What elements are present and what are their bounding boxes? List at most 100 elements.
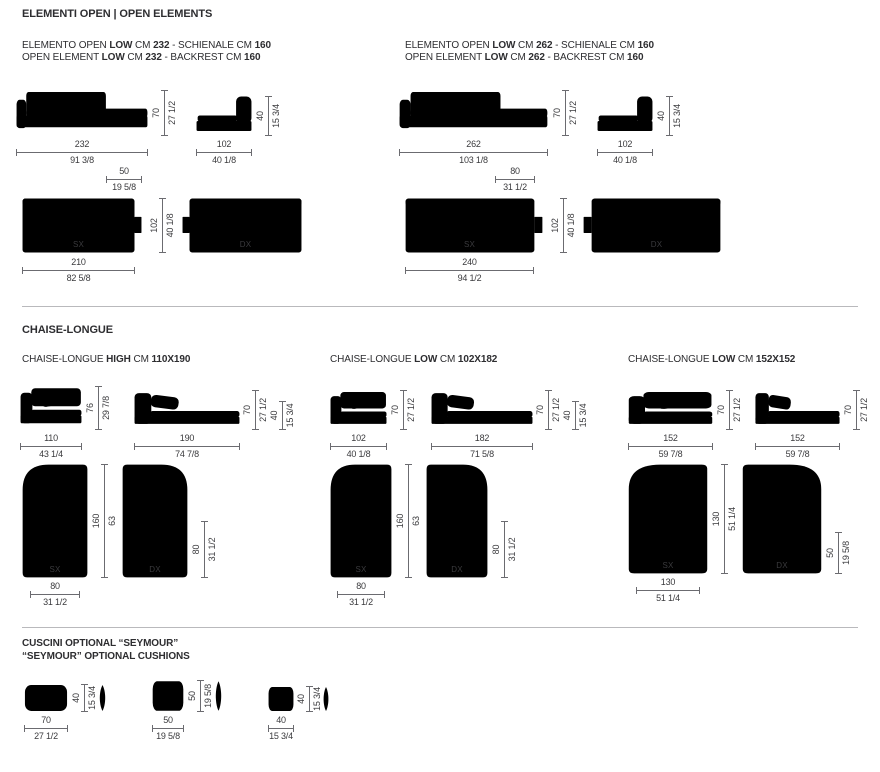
dim-line [835, 532, 842, 574]
dim-value-cm: 70 [151, 108, 161, 118]
dim-value-cm: 70 [716, 405, 726, 415]
chaise-102x182-side-view-drawing [431, 393, 533, 429]
dim-value-inches: 15 3/4 [672, 104, 682, 128]
section-divider [22, 306, 858, 307]
dim-line [95, 386, 102, 430]
dim-value-inches: 40 1/8 [165, 213, 175, 238]
dim-line [16, 149, 148, 156]
dim-line [501, 521, 508, 578]
open-262-title-it: ELEMENTO OPEN LOW CM 262 - SCHIENALE CM … [405, 40, 654, 51]
dim-value-inches: 27 1/2 [568, 101, 578, 125]
dim-value-inches: 71 5/8 [470, 449, 494, 459]
dim-value-cm: 130 [660, 577, 676, 587]
open-262-label-dx: DX [650, 240, 663, 249]
chaise-102x182-plan-dx-drawing [426, 464, 488, 578]
dim-value-inches: 31 1/2 [207, 537, 217, 562]
dim-line [161, 90, 168, 136]
open-232-label-dx: DX [239, 240, 252, 249]
open-262-title-en: OPEN ELEMENT LOW CM 262 - BACKREST CM 16… [405, 52, 644, 63]
dim-line [405, 464, 412, 578]
dim-line [431, 443, 533, 450]
cushion-50x50-front-drawing [152, 681, 184, 711]
dim-value-cm: 50 [825, 548, 835, 558]
dim-value-inches: 63 [411, 516, 421, 526]
dim-value-inches: 15 3/4 [312, 687, 322, 711]
dim-value-cm: 232 [74, 139, 90, 149]
cushion-50x50-side-drawing [215, 681, 222, 711]
dim-value-inches: 31 1/2 [43, 597, 67, 607]
chaise-102x182-front-view-drawing [330, 392, 387, 429]
dim-value-inches: 40 1/8 [346, 449, 371, 459]
dim-value-cm: 50 [163, 715, 173, 725]
chaise-110x190-plan-sx-drawing [22, 464, 88, 578]
dim-value-cm: 102 [617, 139, 633, 149]
chaise-102x182-label-dx: DX [451, 565, 463, 574]
dim-line [265, 96, 272, 136]
dim-line [666, 96, 673, 136]
chaise-152x152-title: CHAISE-LONGUE LOW CM 152X152 [628, 354, 796, 365]
dim-line [399, 149, 548, 156]
dim-value-cm: 70 [390, 405, 400, 415]
dim-line [545, 390, 552, 430]
open-232-side-view-drawing [196, 96, 252, 136]
chaise-110x190-label-sx: SX [49, 565, 61, 574]
cushion-40x40-front-drawing [268, 686, 294, 712]
dim-value-inches: 27 1/2 [34, 731, 58, 741]
dim-line [721, 464, 728, 574]
dim-line [197, 680, 204, 712]
dim-value-inches: 15 3/4 [271, 104, 281, 128]
dim-value-cm: 70 [552, 108, 562, 118]
dim-line [495, 176, 535, 183]
cushion-40x40-side-drawing [323, 686, 329, 712]
open-232-title-it: ELEMENTO OPEN LOW CM 232 - SCHIENALE CM … [22, 40, 271, 51]
dim-value-cm: 40 [71, 693, 81, 703]
dim-value-inches: 31 1/2 [503, 182, 527, 192]
dim-value-inches: 19 5/8 [156, 731, 180, 741]
dim-value-cm: 40 [276, 715, 286, 725]
section-title-cushions-it: CUSCINI OPTIONAL “SEYMOUR” [22, 638, 179, 649]
dim-line [337, 591, 385, 598]
chaise-110x190-side-view-drawing [134, 393, 240, 429]
dim-value-inches: 15 3/4 [269, 731, 293, 741]
dim-line [400, 390, 407, 430]
dim-value-inches: 94 1/2 [457, 273, 482, 283]
dim-line [152, 725, 184, 732]
dim-value-cm: 102 [216, 139, 232, 149]
chaise-102x182-title: CHAISE-LONGUE LOW CM 102X182 [330, 354, 498, 365]
dim-value-cm: 70 [535, 405, 545, 415]
dim-value-inches: 59 7/8 [658, 449, 683, 459]
chaise-152x152-plan-sx-drawing [628, 464, 708, 574]
dim-value-cm: 80 [510, 166, 520, 176]
dim-line [330, 443, 387, 450]
dim-value-inches: 29 7/8 [101, 396, 111, 420]
dim-value-inches: 51 1/4 [727, 507, 737, 531]
dim-line [726, 390, 733, 430]
dim-value-cm: 50 [119, 166, 129, 176]
dim-value-cm: 40 [255, 111, 265, 121]
dim-value-cm: 40 [656, 111, 666, 121]
